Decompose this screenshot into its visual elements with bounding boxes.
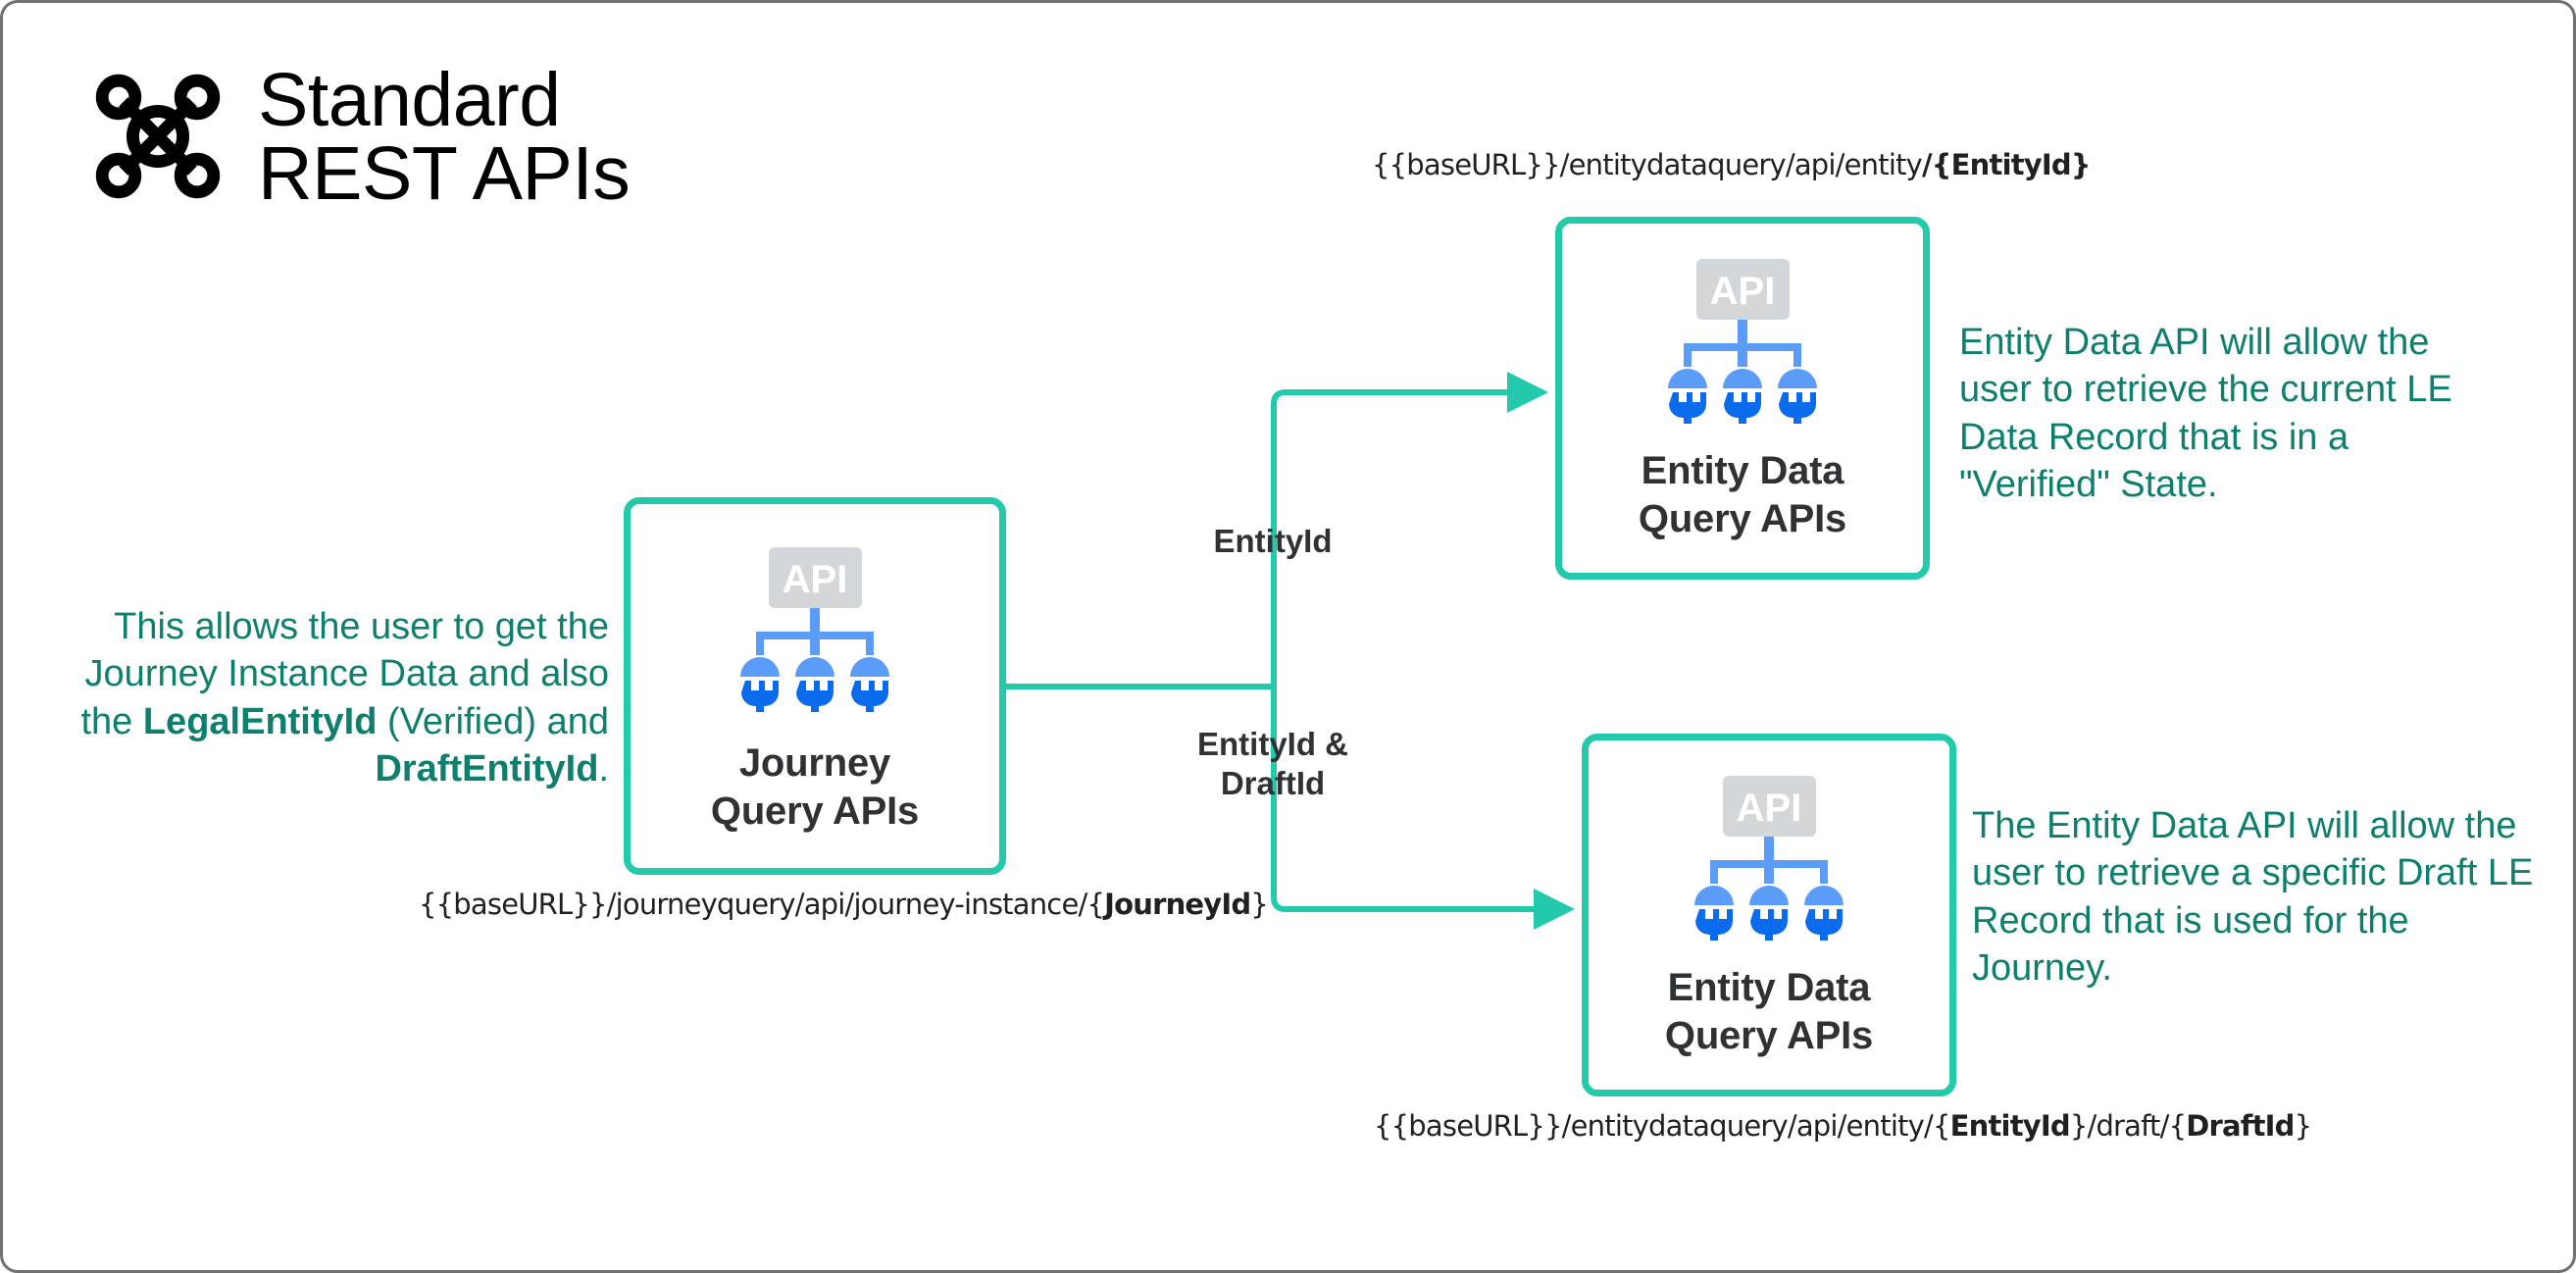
node-label: Journey Query APIs <box>710 741 920 833</box>
edge-label-entity-id-draft-id: EntityId & DraftId <box>1197 726 1348 802</box>
url-suffix: } <box>1250 888 1269 921</box>
url-prefix: {{baseURL}}/journeyquery/api/journey-ins… <box>419 888 1105 921</box>
network-hub-icon <box>95 74 221 199</box>
note-part-3: . <box>598 747 609 789</box>
url-caption-entity-bottom: {{baseURL}}/entitydataquery/api/entity/{… <box>1374 1109 2312 1143</box>
edge-label-entity-id: EntityId <box>1213 523 1333 559</box>
note-part-2: (Verified) and <box>377 700 609 742</box>
note-journey-description: This allows the user to get the Journey … <box>60 603 609 792</box>
node-label: Entity Data Query APIs <box>1638 449 1847 540</box>
url-param: JourneyId <box>1104 888 1251 921</box>
url-prefix: {{baseURL}}/entitydataquery/api/entity/{ <box>1374 1109 1950 1143</box>
note-bold-draft-entity-id: DraftEntityId <box>375 747 599 789</box>
node-label: Entity Data Query APIs <box>1664 966 1874 1057</box>
url-suffix: } <box>2294 1109 2312 1143</box>
api-plugs-icon: API <box>740 547 889 712</box>
page-title: Standard REST APIs <box>258 58 631 217</box>
api-plugs-icon: API <box>1668 259 1817 424</box>
url-caption-journey: {{baseURL}}/journeyquery/api/journey-ins… <box>419 888 1269 921</box>
url-param-draft: DraftId <box>2186 1109 2295 1143</box>
url-mid: }/draft/{ <box>2069 1109 2187 1143</box>
svg-text:API: API <box>1737 787 1802 830</box>
node-journey-query-apis[interactable]: API Journey Query APIs <box>624 497 1006 875</box>
note-part-1: This allows the user to get the Journey … <box>80 606 609 742</box>
note-entity-verified-description: Entity Data API will allow the user to r… <box>1959 322 2452 505</box>
node-entity-data-query-apis-top[interactable]: API Entity Data Query APIs <box>1555 217 1930 580</box>
header: Standard REST APIs <box>79 58 631 217</box>
url-param: /{EntityId} <box>1922 148 2091 181</box>
url-prefix: {{baseURL}}/entitydataquery/api/entity <box>1372 148 1923 181</box>
note-entity-draft-description: The Entity Data API will allow the user … <box>1972 805 2534 989</box>
svg-text:API: API <box>783 558 848 601</box>
svg-text:API: API <box>1710 270 1776 313</box>
url-caption-entity-top: {{baseURL}}/entitydataquery/api/entity/{… <box>1372 148 2091 181</box>
node-entity-data-query-apis-bottom[interactable]: API Entity Data Query APIs <box>1582 734 1956 1096</box>
note-bold-legal-entity-id: LegalEntityId <box>142 700 378 742</box>
url-param-entity: EntityId <box>1949 1109 2071 1143</box>
api-plugs-icon: API <box>1694 776 1844 941</box>
